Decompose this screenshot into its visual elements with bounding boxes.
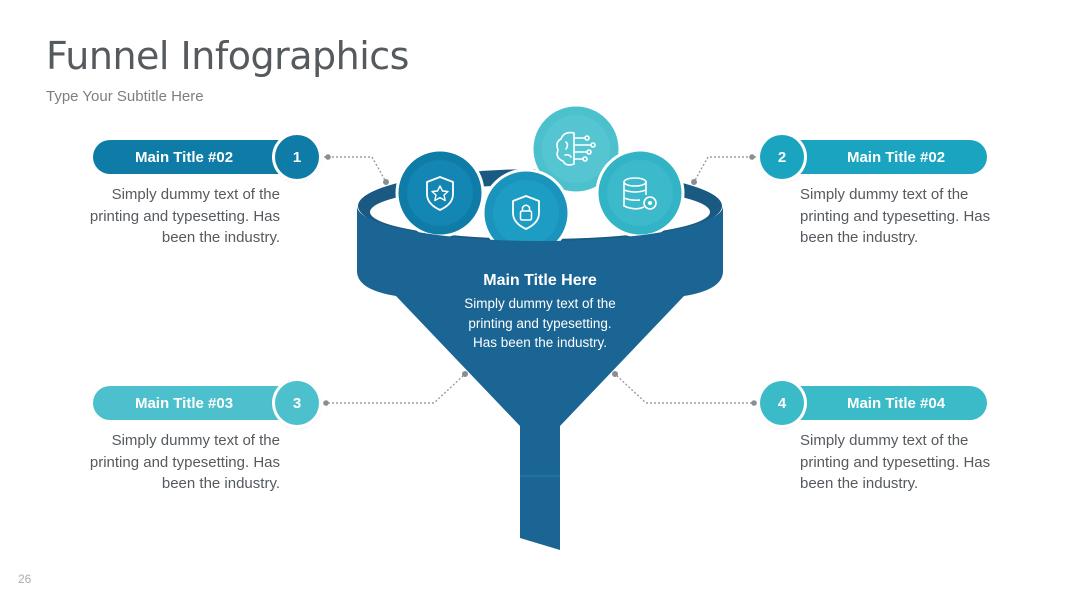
connector-dot	[612, 371, 618, 377]
item-1-title-pill: Main Title #02	[93, 140, 297, 174]
page-title: Funnel Infographics	[46, 34, 409, 78]
database-gear-icon	[623, 177, 657, 210]
ball-shield-lock	[481, 168, 571, 258]
funnel-body	[357, 206, 723, 550]
connector-dot	[383, 179, 389, 185]
item-3-description: Simply dummy text of the printing and ty…	[89, 432, 280, 492]
item-3-number-badge: 3	[275, 381, 319, 425]
ball-database-gear	[595, 148, 685, 238]
item-3-title-pill: Main Title #03	[93, 386, 297, 420]
connector-dot	[691, 179, 697, 185]
item-4-number-badge: 4	[760, 381, 804, 425]
funnel-center-text: Main Title Here Simply dummy text of the…	[455, 272, 625, 353]
connector-line-2	[693, 156, 760, 183]
connector-dot	[323, 400, 329, 406]
ball-shield-star	[395, 148, 485, 238]
funnel-description: Simply dummy text of the printing and ty…	[464, 296, 616, 350]
shield-star-icon	[426, 176, 454, 211]
page-number: 26	[18, 572, 32, 586]
connector-line-1	[320, 156, 387, 183]
connector-line-4	[614, 373, 760, 404]
connector-dot	[749, 154, 755, 160]
item-4-description: Simply dummy text of the printing and ty…	[800, 432, 991, 492]
item-1-number-badge: 1	[275, 135, 319, 179]
connector-dot	[462, 371, 468, 377]
page-subtitle: Type Your Subtitle Here	[46, 88, 204, 105]
item-2-description: Simply dummy text of the printing and ty…	[800, 186, 991, 246]
item-4-title-pill: Main Title #04	[783, 386, 987, 420]
brain-circuit-icon	[556, 131, 596, 166]
item-2-number-badge: 2	[760, 135, 804, 179]
ball-brain-circuit	[530, 103, 622, 195]
connector-dot	[751, 400, 757, 406]
connector-dot	[325, 154, 331, 160]
item-1-description: Simply dummy text of the printing and ty…	[89, 186, 280, 246]
connector-line-3	[320, 373, 466, 404]
funnel-title: Main Title Here	[483, 272, 597, 289]
item-2-title-pill: Main Title #02	[783, 140, 987, 174]
shield-lock-icon	[512, 195, 540, 230]
